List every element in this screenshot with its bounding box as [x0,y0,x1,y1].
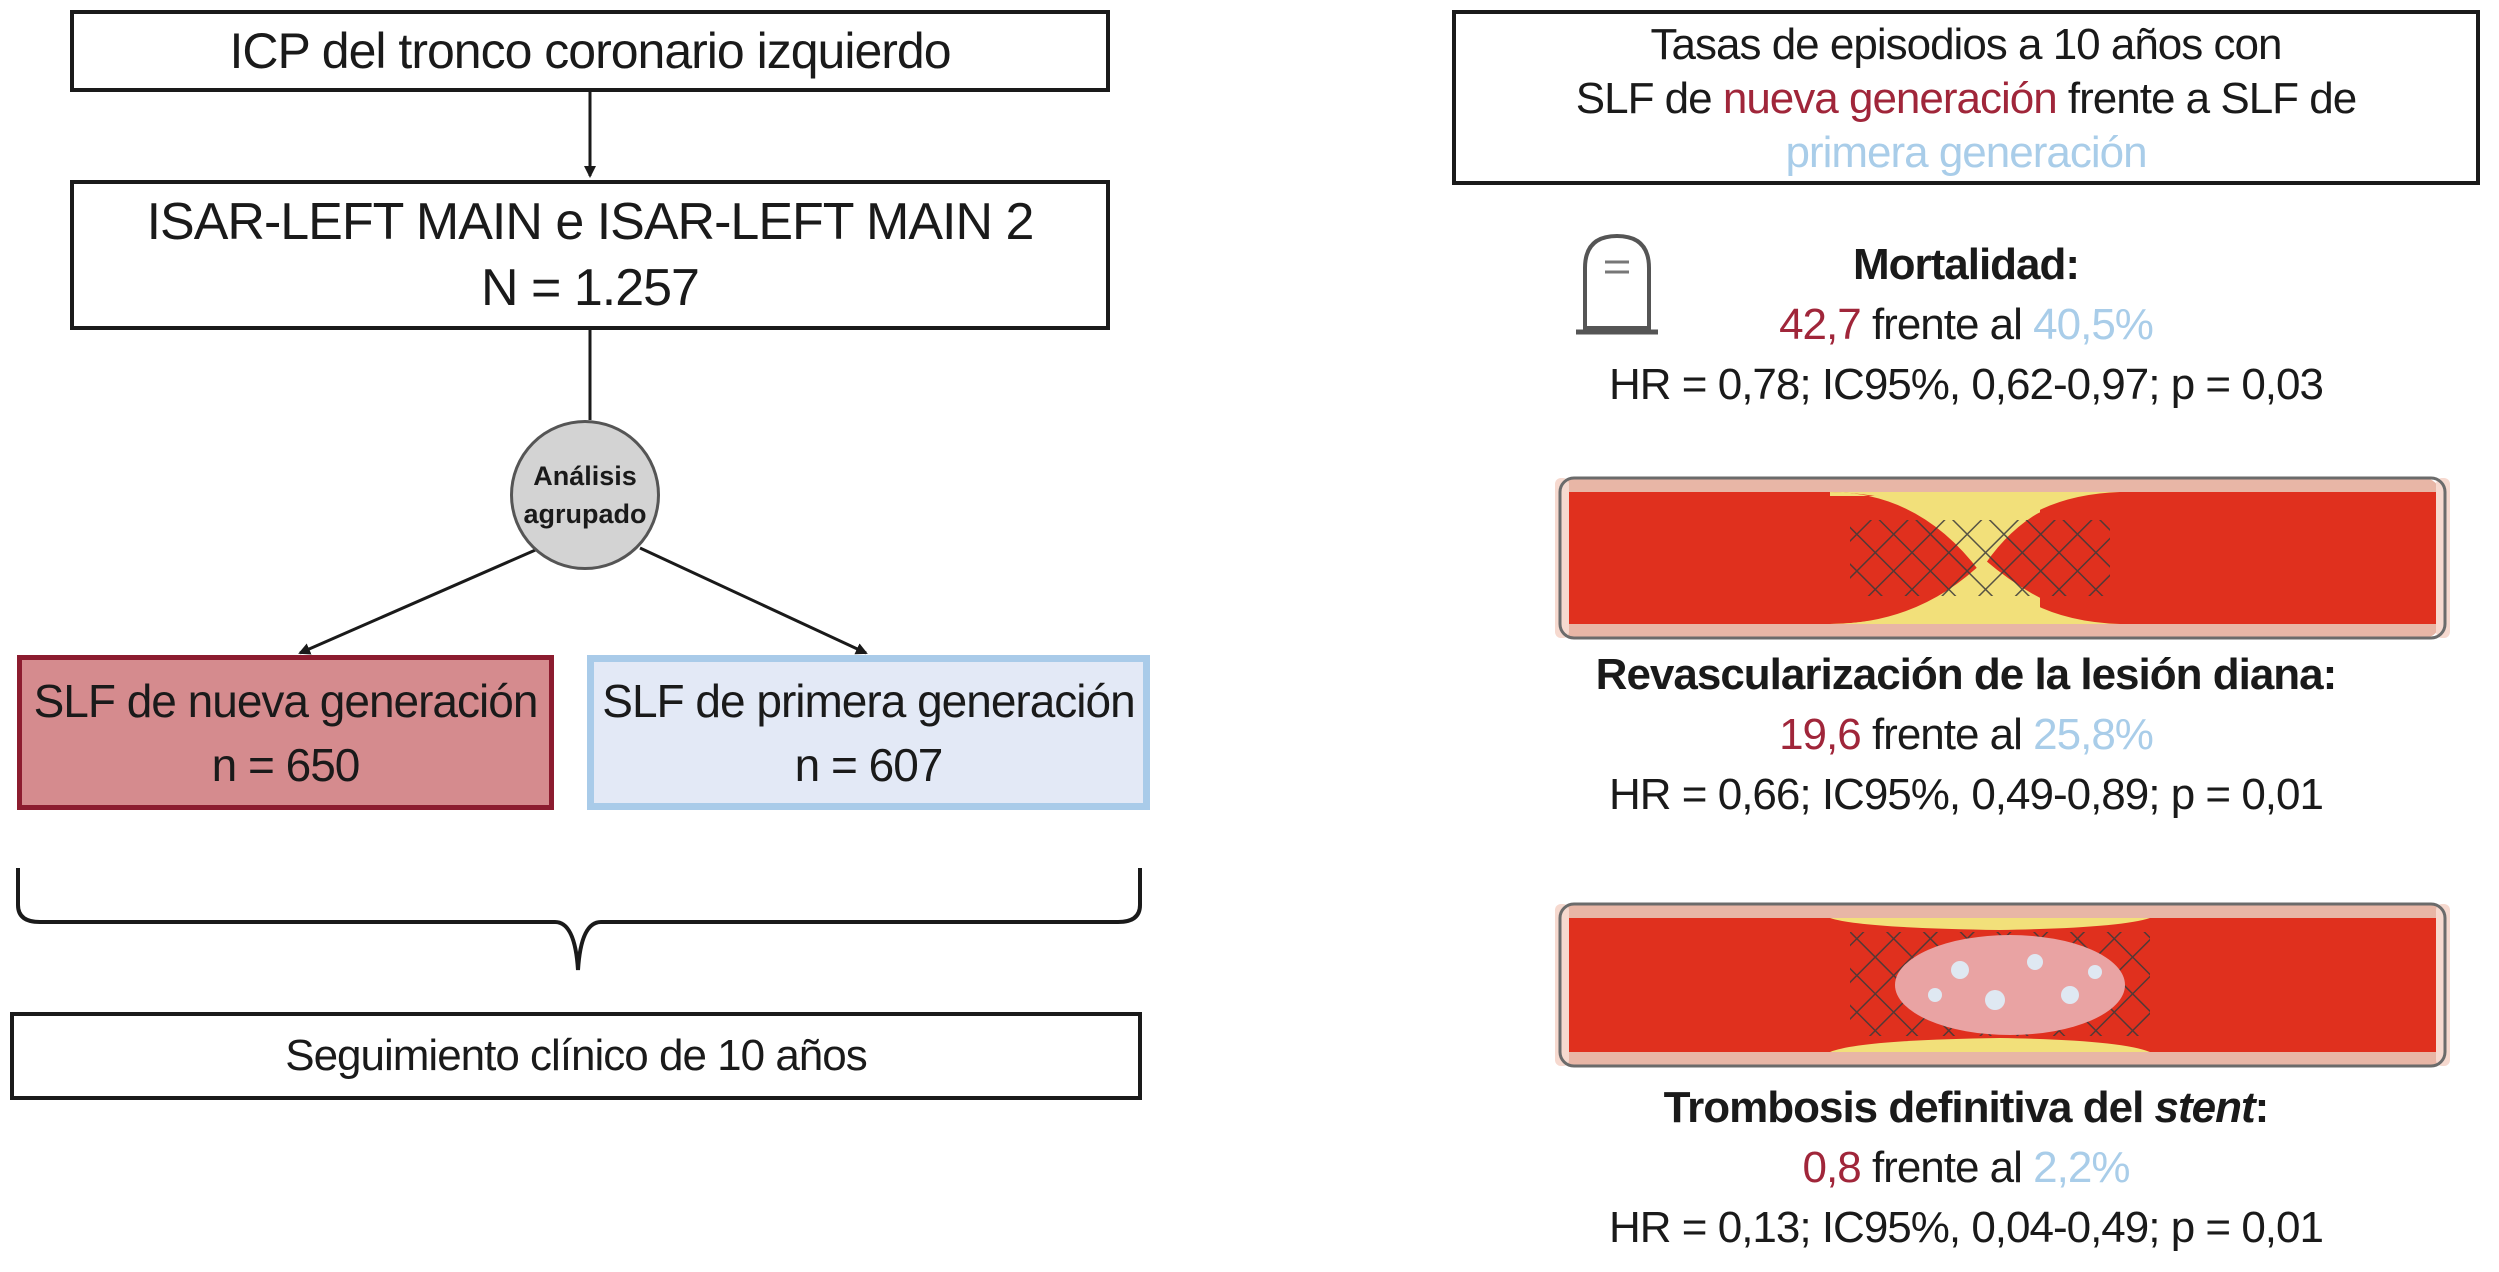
thrombosis-title: Trombosis definitiva del stent: [1452,1078,2480,1138]
rates-first-generation: primera generación [1785,127,2147,177]
isar-title: ISAR-LEFT MAIN e ISAR-LEFT MAIN 2 [146,193,1035,251]
revascularization-outcome: Revascularización de la lesión diana: 19… [1452,645,2480,825]
isar-count: N = 1.257 [481,259,700,317]
rates-header-box: Tasas de episodios a 10 años con SLF de … [1452,10,2480,185]
first-generation-box: SLF de primera generación n = 607 [587,655,1150,810]
rates-new-generation: nueva generación [1722,73,2058,123]
revascularization-vs: frente al [1860,710,2034,759]
thrombosis-stats: HR = 0,13; IC95%, 0,04-0,49; p = 0,01 [1609,1203,2324,1252]
icp-label: ICP del tronco coronario izquierdo [229,23,951,79]
mortality-vs: frente al [1860,300,2034,349]
new-generation-box: SLF de nueva generación n = 650 [17,655,554,810]
revascularization-comparison: 19,6 frente al 25,8% [1452,705,2480,765]
revascularization-stats: HR = 0,66; IC95%, 0,49-0,89; p = 0,01 [1609,770,2324,819]
thrombosis-title-a: Trombosis definitiva del [1663,1083,2155,1132]
mortality-stats: HR = 0,78; IC95%, 0,62-0,97; p = 0,03 [1609,360,2324,409]
mortality-new-value: 42,7 [1779,300,1862,349]
new-generation-count: n = 650 [211,738,361,791]
followup-label: Seguimiento clínico de 10 años [285,1031,868,1080]
mortality-first-value: 40,5% [2033,300,2154,349]
followup-box: Seguimiento clínico de 10 años [10,1012,1142,1100]
rates-line-2-b: frente a SLF de [2056,73,2357,123]
rates-line-1: Tasas de episodios a 10 años con [1650,19,2283,69]
tombstone-icon [1576,233,1658,335]
rates-line-2: SLF de nueva generación frente a SLF de [1575,72,2357,126]
thrombosis-title-stent: stent [2154,1083,2256,1132]
revascularization-new-value: 19,6 [1779,710,1862,759]
arrow-pool-to-first [639,546,868,655]
first-generation-count: n = 607 [794,738,944,791]
isar-box: ISAR-LEFT MAIN e ISAR-LEFT MAIN 2 N = 1.… [70,180,1110,330]
first-generation-label: SLF de primera generación [602,674,1135,727]
mortality-outcome: Mortalidad: 42,7 frente al 40,5% HR = 0,… [1452,235,2480,415]
thrombosis-vs: frente al [1860,1143,2034,1192]
mortality-comparison: 42,7 frente al 40,5% [1452,295,2480,355]
pool-label-2: agrupado [523,499,647,529]
pooled-analysis-node: Análisis agrupado [510,420,660,570]
pool-label-1: Análisis [533,461,637,491]
thrombosis-first-value: 2,2% [2033,1143,2130,1192]
vessel-restenosis-illustration [1555,476,2450,640]
revascularization-title: Revascularización de la lesión diana: [1595,650,2338,699]
new-generation-label: SLF de nueva generación [33,674,539,727]
revascularization-first-value: 25,8% [2033,710,2154,759]
rates-line-2-a: SLF de [1575,73,1723,123]
thrombosis-title-b: : [2254,1083,2270,1132]
thrombosis-new-value: 0,8 [1802,1143,1862,1192]
mortality-title: Mortalidad: [1852,240,2080,289]
thrombosis-outcome: Trombosis definitiva del stent: 0,8 fren… [1452,1078,2480,1258]
icp-box: ICP del tronco coronario izquierdo [70,10,1110,92]
arrow-pool-to-new [298,546,541,655]
grouping-brace [16,868,1142,971]
thrombosis-comparison: 0,8 frente al 2,2% [1452,1138,2480,1198]
vessel-thrombosis-illustration [1555,902,2450,1068]
